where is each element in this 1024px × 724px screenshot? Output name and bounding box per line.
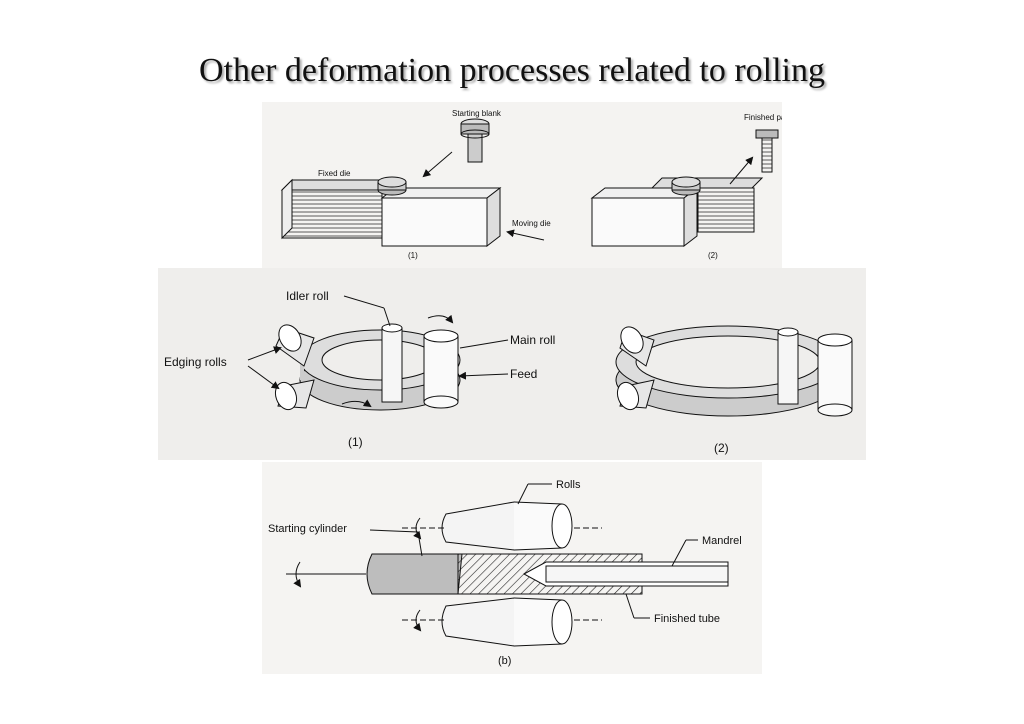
finished-part-bolt [755, 129, 779, 173]
fixed-die-label: Fixed die [318, 169, 351, 178]
thread-rolling-diagram: Starting blank Fixed die Moving die (1) … [262, 102, 786, 270]
slide-title: Other deformation processes related to r… [199, 52, 825, 89]
tube-caption-label: (b) [498, 655, 511, 667]
starting-blank-label: Starting blank [452, 109, 502, 118]
mandrel [522, 561, 729, 587]
thread-rolling-svg: Starting blank Fixed die Moving die (1) … [280, 109, 786, 260]
tube-piercing-diagram: Rolls Starting cylinder Mandrel Finished… [262, 462, 762, 674]
moving-die-2 [590, 186, 699, 248]
main-roll-label: Main roll [510, 333, 555, 347]
step-2-label: (2) [708, 251, 718, 260]
idler-roll-label: Idler roll [286, 289, 329, 303]
mandrel-label: Mandrel [702, 535, 742, 547]
lower-roll [441, 597, 573, 647]
starting-cylinder-label: Starting cylinder [268, 523, 347, 535]
fixed-die-1 [280, 178, 394, 240]
moving-die-1 [380, 186, 502, 248]
ring-step-2-label: (2) [714, 441, 729, 455]
finished-part-label: Finished pa [744, 113, 782, 122]
ring-1 [299, 329, 461, 411]
upper-roll [441, 501, 573, 551]
blank-between-dies-1 [377, 176, 407, 196]
step-1-label: (1) [408, 251, 418, 260]
ring-step-1-label: (1) [348, 435, 363, 449]
finished-tube-label: Finished tube [654, 613, 720, 625]
tube-piercing-svg: Rolls Starting cylinder Mandrel Finished… [268, 479, 742, 667]
main-roll-1 [423, 329, 459, 409]
moving-die-label: Moving die [512, 219, 551, 228]
feed-label: Feed [510, 367, 537, 381]
rolls-label: Rolls [556, 479, 581, 491]
ring-rolling-svg: Idler roll Main roll Edging rolls Feed (… [164, 289, 853, 455]
idler-roll-1 [381, 323, 403, 403]
starting-cylinder [366, 553, 463, 595]
blank-between-dies-2 [671, 176, 701, 196]
edging-rolls-label: Edging rolls [164, 355, 227, 369]
idler-roll-2 [777, 327, 799, 405]
ring-rolling-diagram: Idler roll Main roll Edging rolls Feed (… [158, 268, 866, 460]
main-roll-2 [817, 333, 853, 417]
starting-blank-bolt [460, 118, 490, 163]
edging-rolls-1 [274, 324, 315, 411]
edging-rolls-2 [616, 326, 655, 411]
